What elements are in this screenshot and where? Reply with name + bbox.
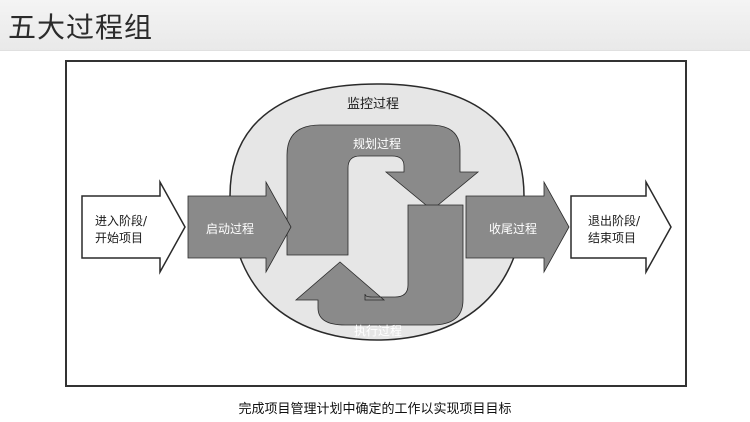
- exit-phase-label-line1: 退出阶段/: [588, 214, 641, 228]
- enter-phase-arrow: [81, 179, 186, 275]
- monitoring-label: 监控过程: [347, 97, 400, 112]
- enter-phase-label-line1: 进入阶段/: [95, 214, 148, 228]
- planning-label: 规划过程: [353, 137, 402, 151]
- executing-label: 执行过程: [354, 324, 403, 338]
- initiating-label: 启动过程: [206, 222, 255, 236]
- enter-phase-label-line2: 开始项目: [95, 231, 144, 245]
- header-bar: [0, 0, 750, 51]
- exit-phase-arrow: [570, 179, 672, 275]
- exit-phase-label-line2: 结束项目: [588, 231, 637, 245]
- executing-arrow: [294, 204, 464, 326]
- closing-arrow: [465, 180, 570, 274]
- closing-label: 收尾过程: [489, 222, 538, 236]
- planning-arrow: [286, 124, 480, 256]
- initiating-arrow: [187, 180, 292, 274]
- page-title: 五大过程组: [8, 11, 154, 44]
- diagram-caption: 完成项目管理计划中确定的工作以实现项目目标: [238, 402, 512, 417]
